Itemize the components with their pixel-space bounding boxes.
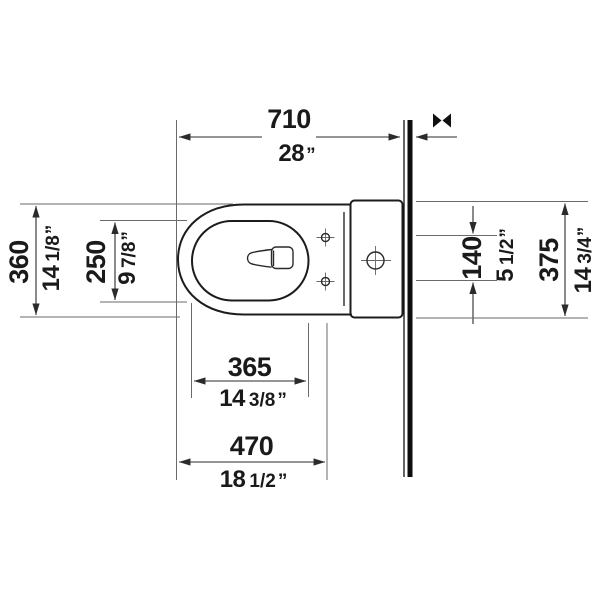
dim-hinge-hole-spacing: 140 51/2”	[416, 206, 519, 324]
dim-140-mm-label: 140	[457, 236, 487, 280]
tank-fixing-hole	[361, 246, 391, 275]
hinge-hole-bottom-circle	[320, 276, 331, 287]
dim-360-mm-label: 360	[4, 240, 34, 284]
hinge-hole-bottom	[316, 272, 335, 291]
dim-470-mm-label: 470	[230, 431, 274, 461]
dim-overall-depth: 710 28”	[176, 104, 457, 480]
dim-250-inch-label: 97/8”	[114, 231, 141, 285]
tank-hole-circle	[366, 251, 385, 270]
gap-icon-right-triangle	[442, 113, 451, 128]
drain-outlet	[246, 246, 294, 270]
tank-outline	[349, 199, 404, 319]
dim-tank-width: 375 143/4”	[416, 201, 597, 319]
dim-365-mm-label: 365	[228, 352, 272, 382]
drain-funnel-path	[246, 248, 272, 268]
wall	[403, 120, 413, 477]
gap-icon-left-triangle	[433, 113, 442, 128]
bowl-rim-outline	[191, 220, 310, 302]
dim-360-inch-label: 141/8”	[38, 225, 65, 292]
variable-gap-icon	[433, 113, 451, 128]
dim-bowl-inner-width: 250 97/8”	[81, 220, 187, 303]
bowl-body-outline	[176, 203, 352, 316]
dim-710-inch-label: 28”	[278, 140, 315, 167]
hinge-hole-top	[316, 228, 335, 247]
dim-250-mm-label: 250	[81, 240, 111, 284]
dim-140-inch-label: 51/2”	[492, 228, 519, 282]
dim-375-inch-label: 143/4”	[570, 227, 597, 294]
dim-375-mm-label: 375	[534, 238, 564, 282]
toilet-plan-view	[176, 199, 404, 319]
dim-bowl-outer-width: 360 141/8”	[4, 203, 233, 318]
drain-outlet-rect	[270, 246, 294, 270]
hinge-hole-top-circle	[320, 232, 331, 243]
dim-710-mm-label: 710	[267, 104, 311, 134]
